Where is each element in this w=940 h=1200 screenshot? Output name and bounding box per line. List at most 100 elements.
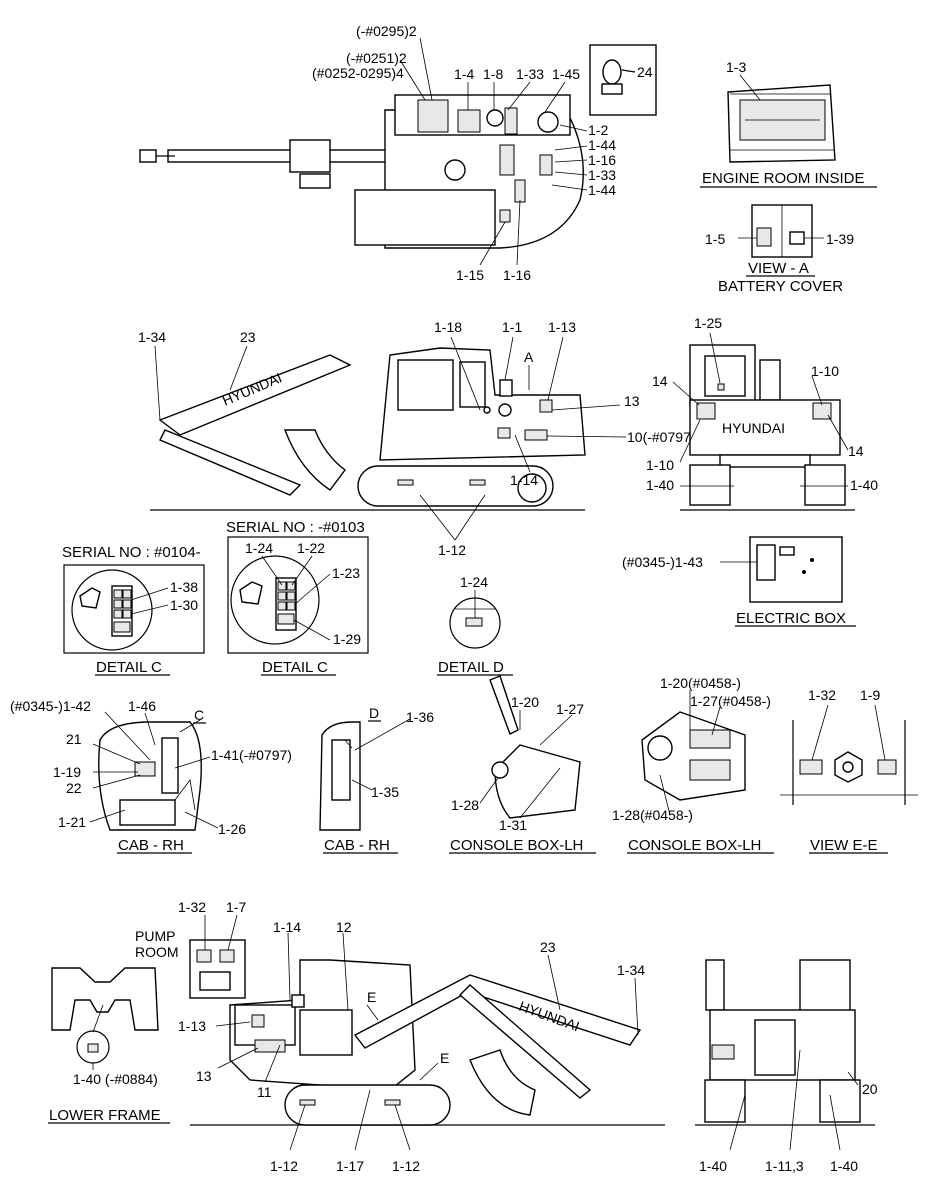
- callout-top-5: 1-33: [516, 66, 544, 82]
- callout-con1-3: 1-31: [499, 817, 527, 833]
- console-box-lh-1: 1-20 1-27 1-28 1-31 CONSOLE BOX-LH: [449, 675, 596, 854]
- callout-top-13: 1-15: [456, 267, 484, 283]
- side-view: HYUNDAI 1-34 23 1-18 1-1 1-13 A 13 10(-#…: [138, 319, 696, 558]
- caption-view-e-e: VIEW E-E: [810, 837, 878, 854]
- cab-rh-1: (#0345-)1-42 1-46 C 21 1-19 22 1-41(-#07…: [10, 698, 292, 854]
- callout-side2-8: E: [440, 1050, 449, 1066]
- callout-ca-0: 1-38: [170, 579, 198, 595]
- callout-rear2-2: 1-11,3: [765, 1158, 804, 1174]
- pump-room-title-2: ROOM: [135, 944, 179, 960]
- callout-battery-0: 1-5: [705, 231, 725, 247]
- callout-cab1-7: 1-21: [58, 814, 86, 830]
- caption-detail-d: DETAIL D: [438, 659, 504, 676]
- callout-cab2-2: 1-35: [371, 784, 399, 800]
- callout-top-11: 1-33: [588, 167, 616, 183]
- view-e-e: 1-32 1-9 VIEW E-E: [780, 687, 918, 854]
- callout-side2-11: 1-12: [392, 1158, 420, 1174]
- electric-box: (#0345-)1-43 ELECTRIC BOX: [622, 536, 856, 627]
- callout-rear-6: 1-40: [850, 477, 878, 493]
- callout-side2-0: 1-14: [273, 919, 301, 935]
- boom-joint: [289, 139, 331, 173]
- callout-con2-2: 1-28(#0458-): [612, 807, 693, 823]
- caption-console-2: CONSOLE BOX-LH: [628, 837, 761, 854]
- callout-side-5: A: [524, 349, 534, 365]
- callout-side-4: 1-13: [548, 319, 576, 335]
- callout-side-7: 10(-#0797): [627, 429, 696, 445]
- callout-top-6: 1-45: [552, 66, 580, 82]
- callout-rear-3: 14: [848, 443, 864, 459]
- callout-cab2-0: D: [369, 705, 379, 721]
- bucket: [283, 429, 346, 491]
- engine-room-inside: 1-3 ENGINE ROOM INSIDE: [700, 59, 877, 188]
- callout-side-3: 1-1: [502, 319, 522, 335]
- side-view-2: HYUNDAI 1-14 12 23 1-34 1-13 13 11 E E 1…: [178, 919, 665, 1174]
- callout-cab1-3: 21: [66, 731, 82, 747]
- callout-rear-5: 1-40: [646, 477, 674, 493]
- callout-cab1-2: C: [194, 707, 204, 723]
- callout-top-8: 1-2: [588, 122, 608, 138]
- callout-side-1: 23: [240, 329, 256, 345]
- lower-frame: 1-40 (-#0884) LOWER FRAME: [48, 967, 170, 1124]
- callout-cab1-0: (#0345-)1-42: [10, 698, 91, 714]
- callout-side2-5: 13: [196, 1068, 212, 1084]
- caption-lower-frame: LOWER FRAME: [49, 1107, 161, 1124]
- callout-cab1-6: 1-41(-#0797): [211, 747, 292, 763]
- boom-2: [353, 974, 642, 1049]
- callout-rear-2: 14: [652, 373, 668, 389]
- callout-side2-3: 1-34: [617, 962, 645, 978]
- rear-view-2: 20 1-40 1-11,3 1-40: [695, 959, 878, 1174]
- caption-electric-box: ELECTRIC BOX: [736, 610, 846, 627]
- boom: [158, 354, 352, 436]
- callout-top-10: 1-16: [588, 152, 616, 168]
- callout-con1-0: 1-20: [511, 694, 539, 710]
- callout-con2-1: 1-27(#0458-): [690, 693, 771, 709]
- callout-ee-0: 1-32: [808, 687, 836, 703]
- track-right: [804, 464, 846, 506]
- detail-c-serial-0104: SERIAL NO : #0104- 1-38 1-30 DETAIL C: [62, 544, 205, 676]
- caption-engine-room: ENGINE ROOM INSIDE: [702, 170, 865, 187]
- callout-cb-3: 1-29: [333, 631, 361, 647]
- arm: [159, 429, 302, 496]
- callout-d: 1-24: [460, 574, 488, 590]
- callout-ee-1: 1-9: [860, 687, 880, 703]
- serial-c-b: SERIAL NO : -#0103: [226, 519, 365, 536]
- caption-cab-rh-2: CAB - RH: [324, 837, 390, 854]
- pump-room: PUMP ROOM 1-32 1-7: [135, 899, 246, 999]
- detail-c-serial-0103: SERIAL NO : -#0103 1-24 1-22 1-23 1-29 D…: [226, 519, 369, 676]
- callout-cab2-1: 1-36: [406, 709, 434, 725]
- callout-top-12: 1-44: [588, 182, 616, 198]
- callout-pump-0: 1-32: [178, 899, 206, 915]
- caption-cab-rh-1: CAB - RH: [118, 837, 184, 854]
- callout-side-2: 1-18: [434, 319, 462, 335]
- callout-rear2-0: 20: [862, 1081, 878, 1097]
- callout-con1-2: 1-28: [451, 797, 479, 813]
- callout-engine: 1-3: [726, 59, 746, 75]
- callout-con2-0: 1-20(#0458-): [660, 675, 741, 691]
- cab-rh-2: D 1-36 1-35 CAB - RH: [319, 705, 434, 854]
- callout-side2-10: 1-17: [336, 1158, 364, 1174]
- callout-side2-4: 1-13: [178, 1018, 206, 1034]
- callout-pump-1: 1-7: [226, 899, 246, 915]
- callout-top-0: (-#0295)2: [356, 23, 417, 39]
- track: [357, 465, 554, 507]
- callout-top-4: 1-8: [483, 66, 503, 82]
- callout-ca-1: 1-30: [170, 597, 198, 613]
- caption-detail-c-b: DETAIL C: [262, 659, 328, 676]
- caption-console-1: CONSOLE BOX-LH: [450, 837, 583, 854]
- callout-cab1-4: 1-19: [53, 764, 81, 780]
- callout-side-0: 1-34: [138, 329, 166, 345]
- arm-2: [458, 984, 592, 1099]
- caption-view-a: VIEW - A: [748, 260, 809, 277]
- callout-top-2: (#0252-0295)4: [312, 65, 404, 81]
- callout-side2-1: 12: [336, 919, 352, 935]
- bucket-2: [469, 1049, 536, 1116]
- battery-cover: 1-5 1-39 VIEW - A BATTERY COVER: [705, 204, 854, 295]
- brand-rear: HYUNDAI: [722, 420, 785, 436]
- callout-side-8: 1-14: [510, 472, 538, 488]
- rear-view: HYUNDAI 1-25 1-10 14 14 1-10 1-40 1-40: [646, 315, 878, 511]
- callout-cab1-5: 22: [66, 780, 82, 796]
- callout-side2-6: 11: [257, 1084, 272, 1100]
- callout-battery-1: 1-39: [826, 231, 854, 247]
